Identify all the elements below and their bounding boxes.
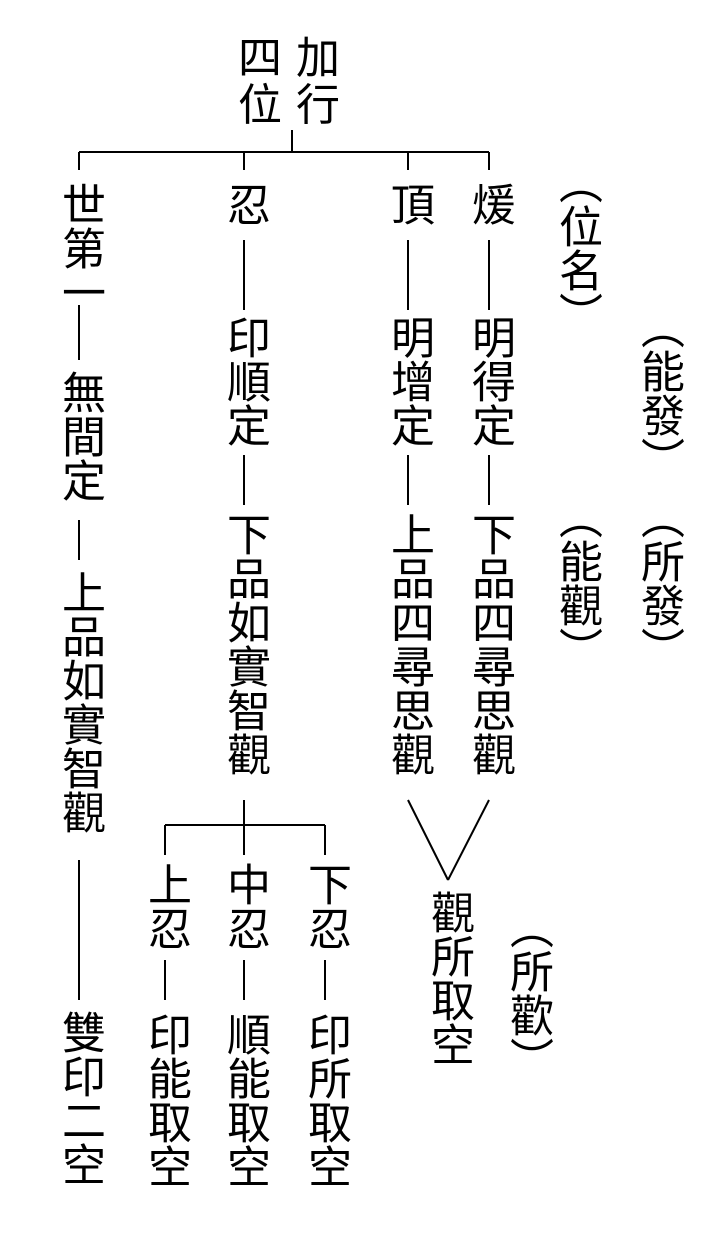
node-summit: 頂	[383, 182, 434, 226]
node-seal-accord-samadhi: 印順定	[219, 315, 270, 447]
label-able-to-arise: （能發）	[633, 305, 684, 481]
node-lower-true-wisdom: 下品如實智觀	[219, 512, 270, 776]
node-world-first: 世第一	[54, 182, 105, 314]
node-accord-grasper-empty: 順能取空	[219, 1012, 270, 1188]
label-what-arises: （所發）	[633, 495, 684, 671]
node-seal-grasper-empty: 印能取空	[140, 1012, 191, 1188]
node-no-interval-samadhi: 無間定	[54, 370, 105, 502]
label-what-is-seen: （所歡）	[502, 905, 553, 1081]
node-contemplate-grasped-empty: 觀所取空	[423, 890, 474, 1066]
node-lower-four-investigations: 下品四尋思觀	[464, 512, 515, 776]
label-able-to-contemplate: （能觀）	[551, 495, 602, 671]
label-position-name: （位名）	[551, 160, 602, 336]
title-line2: 位 行	[238, 80, 340, 131]
node-upper-forbearance: 上忍	[140, 862, 191, 950]
node-double-seal-emptiness: 雙印二空	[54, 1010, 105, 1186]
node-brightness-increase-samadhi: 明增定	[383, 315, 434, 447]
node-upper-true-wisdom: 上品如實智觀	[54, 570, 105, 834]
node-lower-forbearance: 下忍	[300, 862, 351, 950]
node-seal-grasped-empty: 印所取空	[300, 1012, 351, 1188]
node-upper-four-investigations: 上品四尋思觀	[383, 512, 434, 776]
node-heat: 煖	[464, 182, 515, 226]
node-middle-forbearance: 中忍	[219, 862, 270, 950]
title-line1: 四 加	[238, 33, 340, 84]
node-brightness-attained-samadhi: 明得定	[464, 315, 515, 447]
node-forbearance: 忍	[219, 182, 270, 226]
